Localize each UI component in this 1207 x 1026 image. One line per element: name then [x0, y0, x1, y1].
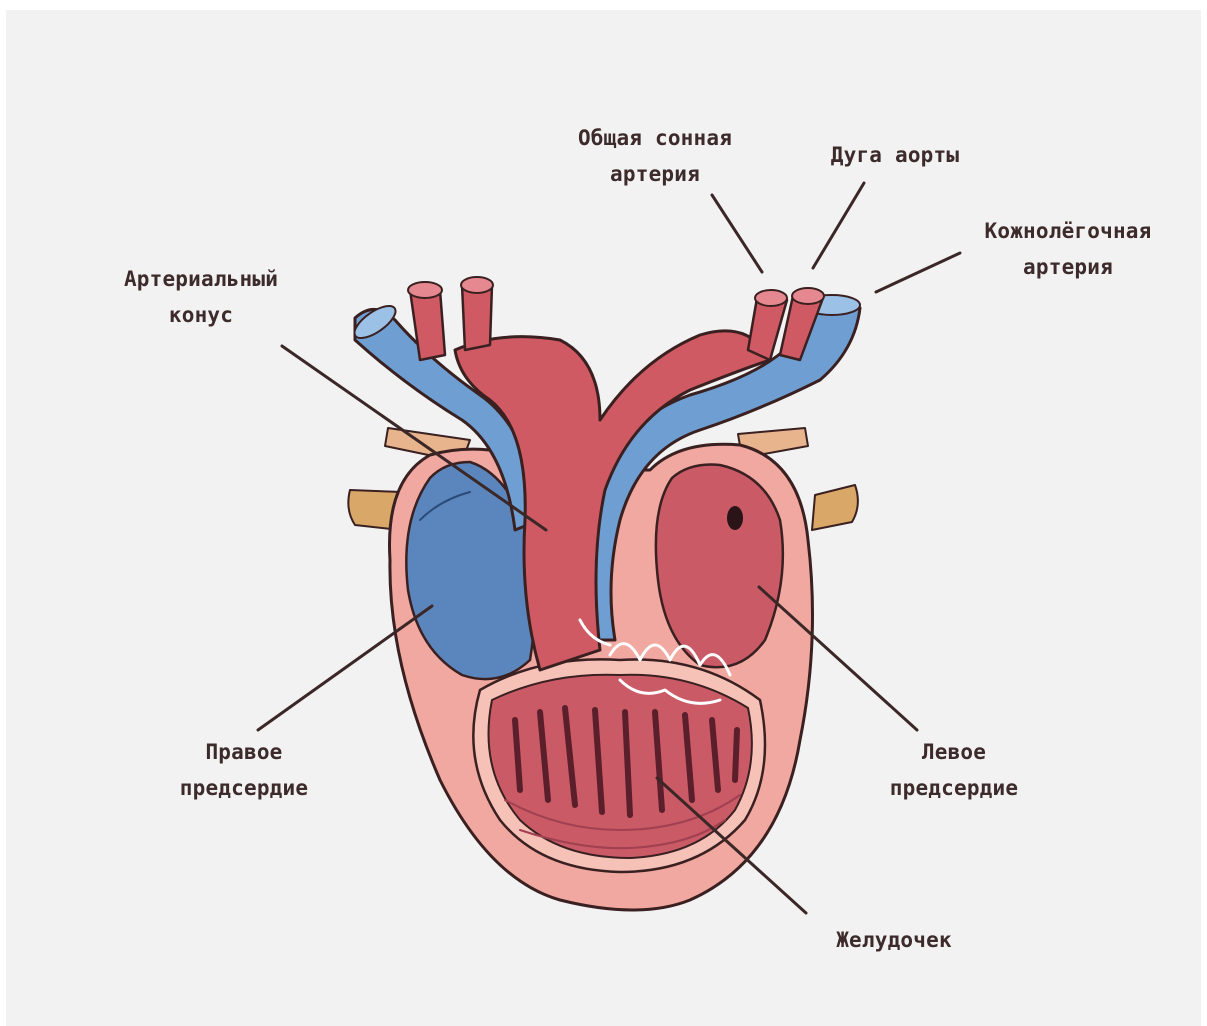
leader-common-carotid — [712, 195, 762, 272]
leader-pulmocutaneous — [876, 253, 960, 292]
diagram-canvas: Общая сонная артерия Дуга аорты Кожнолёг… — [6, 10, 1201, 1026]
label-pulmocutaneous: Кожнолёгочная артерия — [954, 213, 1182, 285]
label-left-atrium: Левое предсердие — [864, 734, 1044, 806]
leader-left-atrium — [759, 587, 917, 730]
label-conus-arteriosus: Артериальный конус — [90, 261, 312, 333]
leader-right-atrium — [258, 606, 432, 730]
leader-ventricle — [657, 778, 806, 913]
leader-aortic-arch — [813, 183, 864, 268]
leader-conus — [282, 346, 546, 530]
label-ventricle: Желудочек — [806, 922, 982, 958]
label-right-atrium: Правое предсердие — [154, 734, 334, 806]
label-common-carotid: Общая сонная артерия — [546, 120, 764, 192]
label-aortic-arch: Дуга аорты — [806, 137, 984, 173]
